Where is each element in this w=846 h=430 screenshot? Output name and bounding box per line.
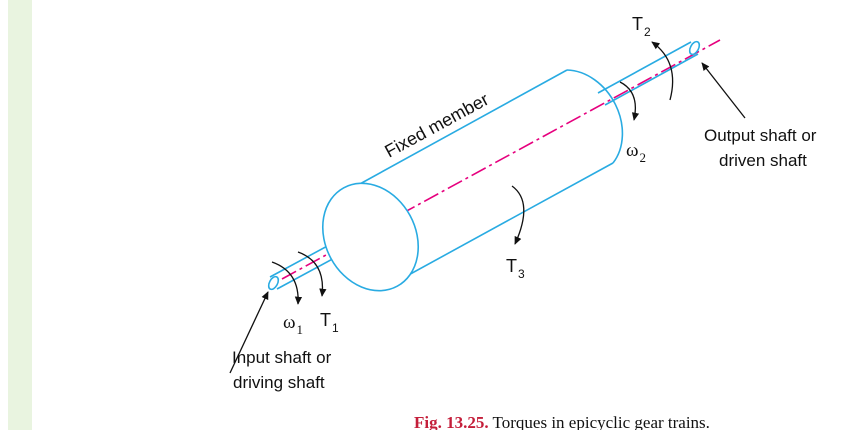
page-margin-bar [8,0,32,430]
omega1-rotation-arrow [271,261,303,305]
t2-label: T2 [632,14,651,39]
t3-label: T3 [506,256,525,281]
omega1-label: ω1 [283,312,303,337]
figure-caption-text: Torques in epicyclic gear trains. [489,413,710,430]
figure-number: Fig. 13.25. [414,413,489,430]
output-shaft-label-line1: Output shaft or [704,126,817,145]
t2-torque-arrow [651,41,674,101]
fixed-member-label: Fixed member [381,89,492,161]
input-shaft-leader-line [229,291,269,374]
t1-torque-arrow [297,251,327,297]
output-shaft [597,40,701,106]
t3-torque-arrow [511,185,525,245]
omega2-rotation-arrow [619,81,640,121]
omega2-label: ω2 [626,140,646,165]
fixed-member-cylinder [321,69,624,292]
input-shaft-label-line2: driving shaft [233,373,325,392]
figure-caption: Fig. 13.25. Torques in epicyclic gear tr… [414,413,710,430]
output-shaft-label-line2: driven shaft [719,151,807,170]
t1-label: T1 [320,310,339,335]
output-shaft-leader-line [701,62,746,119]
input-shaft-label-line1: Input shaft or [232,348,332,367]
